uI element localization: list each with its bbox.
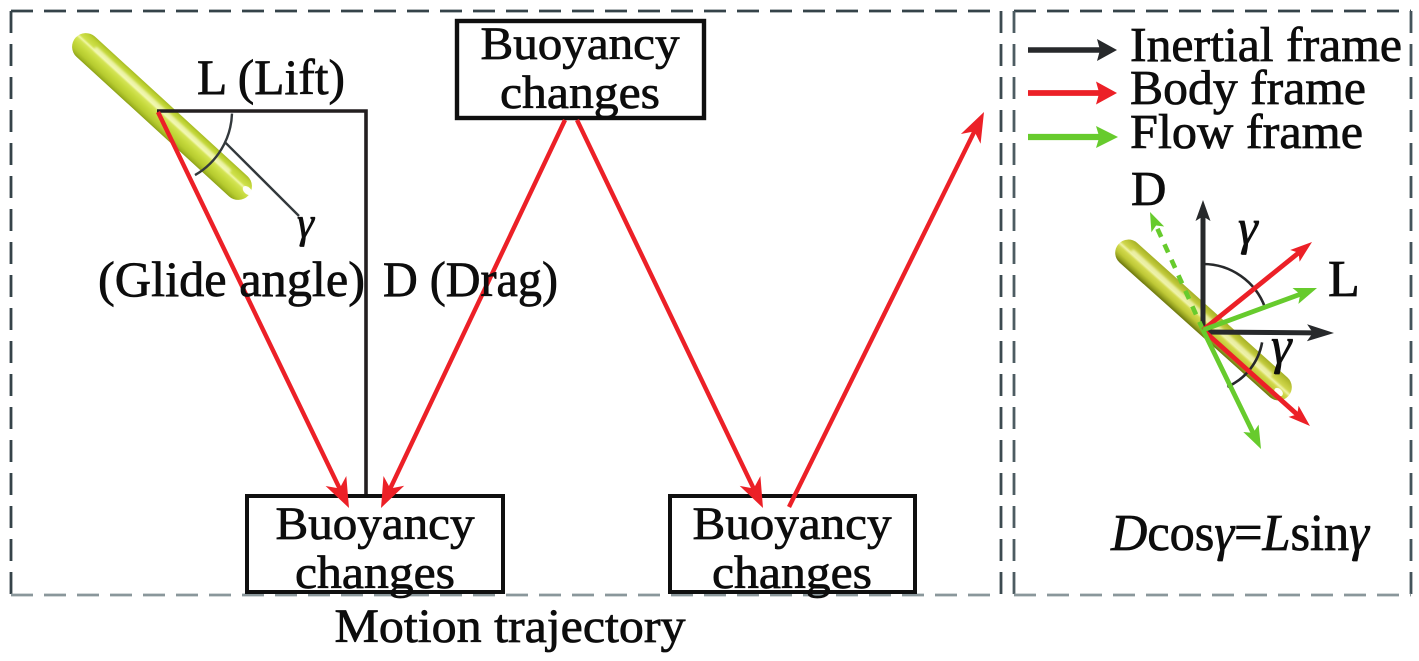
svg-text:γ: γ — [1238, 199, 1259, 255]
svg-text:changes: changes — [295, 547, 455, 599]
svg-text:changes: changes — [500, 67, 660, 119]
svg-text:Flow frame: Flow frame — [1130, 104, 1363, 159]
svg-text:Inertial frame: Inertial frame — [1130, 17, 1402, 72]
svg-text:(Glide angle): (Glide angle) — [98, 251, 365, 307]
svg-text:Motion trajectory: Motion trajectory — [335, 600, 686, 653]
svg-text:D: D — [1131, 161, 1166, 216]
svg-text:L (Lift): L (Lift) — [197, 49, 345, 105]
svg-text:γ: γ — [1271, 318, 1293, 375]
svg-text:L: L — [1328, 251, 1360, 308]
svg-text:Buoyancy: Buoyancy — [481, 18, 681, 70]
svg-text:D (Drag): D (Drag) — [383, 251, 558, 307]
svg-text:Buoyancy: Buoyancy — [693, 498, 893, 550]
svg-text:changes: changes — [712, 547, 872, 599]
svg-text:Dcosγ=Lsinγ: Dcosγ=Lsinγ — [1110, 505, 1370, 562]
svg-text:Buoyancy: Buoyancy — [276, 498, 476, 550]
svg-text:Body frame: Body frame — [1130, 60, 1366, 115]
svg-text:γ: γ — [297, 200, 315, 247]
